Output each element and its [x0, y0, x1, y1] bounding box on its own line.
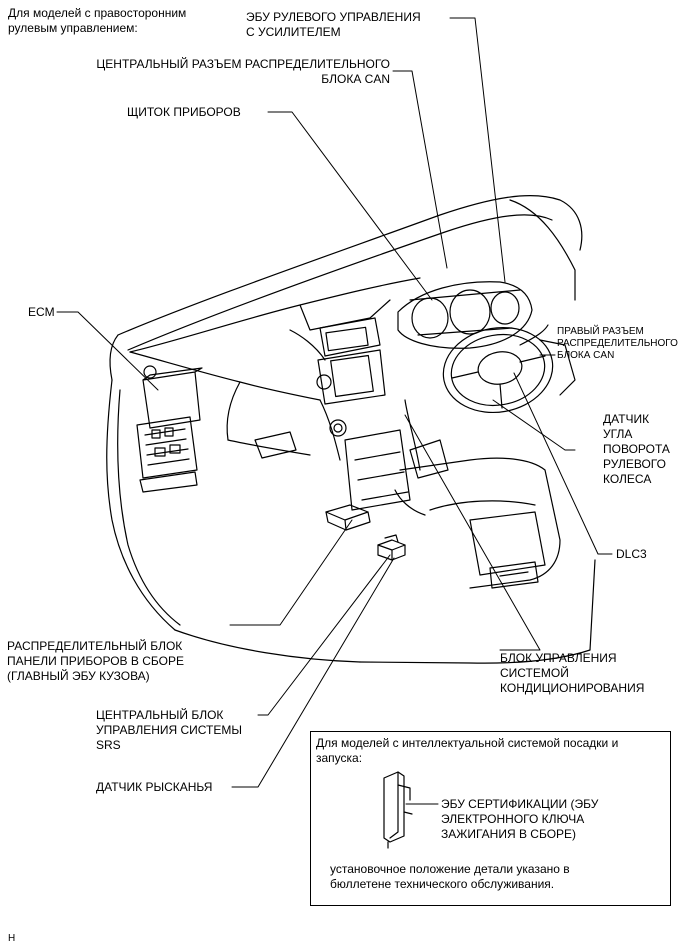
label-ecm: ECM: [28, 305, 55, 319]
label-combination-meter: ЩИТОК ПРИБОРОВ: [127, 105, 241, 119]
leader-lines: [56, 17, 613, 805]
label-certification-ecu: ЭБУ СЕРТИФИКАЦИИ (ЭБУ ЭЛЕКТРОННОГО КЛЮЧА…: [441, 797, 599, 841]
label-eps-ecu: ЭБУ РУЛЕВОГО УПРАВЛЕНИЯ С УСИЛИТЕЛЕМ: [246, 10, 421, 39]
body-outline: [106, 195, 596, 664]
srs-unit-drawing: [325, 504, 371, 531]
label-ac-amplifier: БЛОК УПРАВЛЕНИЯ СИСТЕМОЙ КОНДИЦИОНИРОВАН…: [500, 651, 645, 695]
label-steering-angle-sensor: ДАТЧИК УГЛА ПОВОРОТА РУЛЕВОГО КОЛЕСА: [603, 412, 670, 486]
smart-entry-title: Для моделей с интеллектуальной системой …: [316, 736, 619, 765]
footer-code: H: [8, 933, 16, 944]
dashboard-body: [129, 277, 561, 589]
header-note: Для моделей с правосторонним рулевым упр…: [8, 6, 187, 35]
smart-entry-note-box: [310, 731, 671, 906]
smart-entry-note: установочное положение детали указано в …: [330, 862, 570, 891]
steering-wheel: [442, 324, 576, 414]
label-can-right-connector: ПРАВЫЙ РАЗЪЕМ РАСПРЕДЕЛИТЕЛЬНОГО БЛОКА C…: [557, 326, 678, 361]
label-dlc3: DLC3: [616, 547, 647, 561]
junction-block-drawing: [136, 365, 203, 493]
label-srs-center-unit: ЦЕНТРАЛЬНЫЙ БЛОК УПРАВЛЕНИЯ СИСТЕМЫ SRS: [96, 708, 243, 752]
label-yaw-sensor: ДАТЧИК РЫСКАНЬЯ: [96, 780, 213, 794]
yaw-sensor-drawing: [377, 534, 406, 561]
meter-cluster: [397, 281, 533, 349]
label-instrument-panel-junction-block: РАСПРЕДЕЛИТЕЛЬНЫЙ БЛОК ПАНЕЛИ ПРИБОРОВ В…: [7, 639, 184, 683]
label-can-central-connector: ЦЕНТРАЛЬНЫЙ РАЗЪЕМ РАСПРЕДЕЛИТЕЛЬНОГО БЛ…: [96, 57, 390, 86]
certification-ecu-drawing: [383, 771, 413, 849]
